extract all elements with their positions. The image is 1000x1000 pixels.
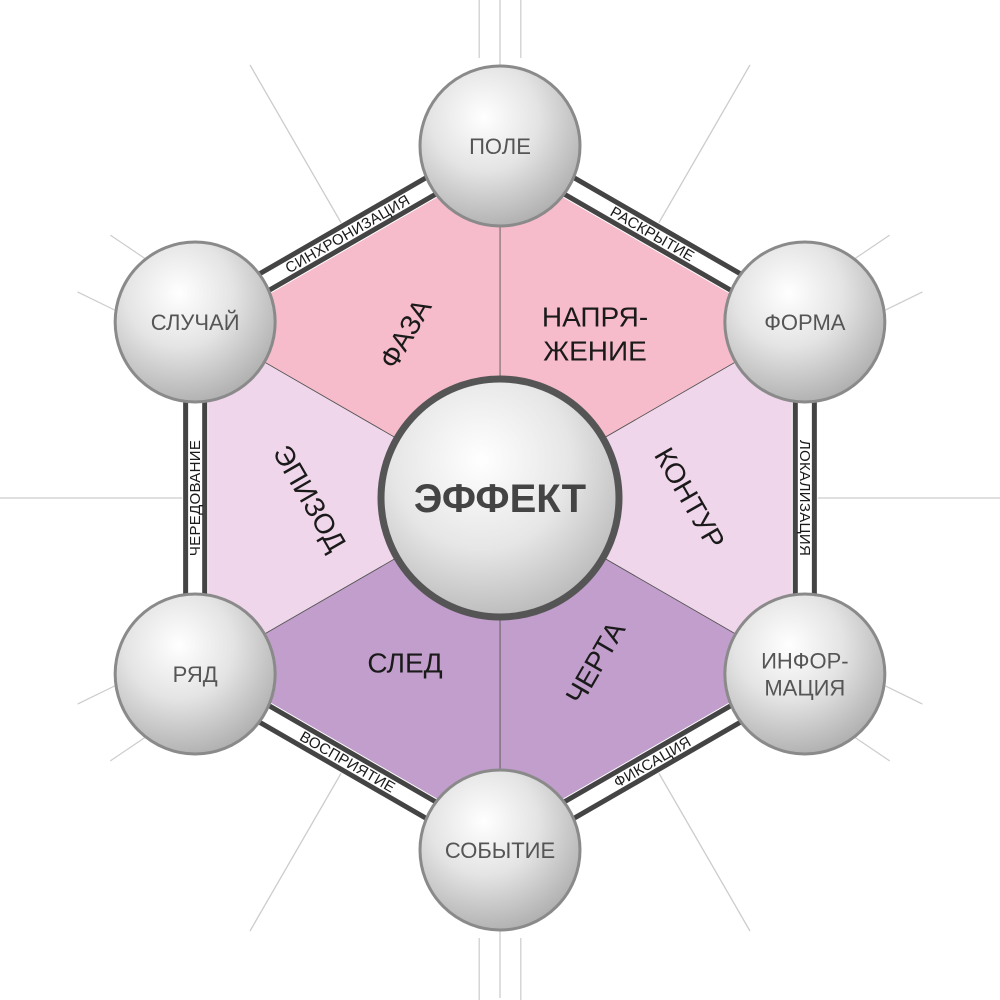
node-label: РЯД: [173, 662, 218, 687]
node-label: ФОРМА: [764, 310, 846, 335]
outer-nodes: ПОЛЕ ФОРМА ИНФОР-МАЦИЯ СОБЫТИЕ РЯД СЛУЧАЙ: [113, 64, 887, 932]
node-label: МАЦИЯ: [764, 676, 845, 701]
node-forma: ФОРМА: [723, 240, 887, 404]
node-circle: [418, 64, 582, 228]
center-label: ЭФФЕКТ: [414, 477, 586, 521]
node-sobytie: СОБЫТИЕ: [418, 768, 582, 932]
node-ryad: РЯД: [113, 592, 277, 756]
background-ray: [649, 757, 751, 932]
sector-label-sled: СЛЕД: [367, 648, 442, 679]
node-circle: [113, 592, 277, 756]
edge-label-cheredovanie: ЧЕРЕДОВАНИЕ: [187, 440, 204, 556]
sector-label-napryazhenie: НАПРЯ-ЖЕНИЕ: [542, 301, 648, 366]
center-node: ЭФФЕКТ: [377, 375, 623, 621]
node-pole: ПОЛЕ: [418, 64, 582, 228]
node-circle: [418, 768, 582, 932]
node-circle: [723, 592, 887, 756]
node-label: СОБЫТИЕ: [445, 838, 555, 863]
node-sluchai: СЛУЧАЙ: [113, 240, 277, 404]
edge-label-lokalizatsiya: ЛОКАЛИЗАЦИЯ: [796, 440, 813, 556]
node-label: ИНФОР-: [761, 649, 849, 674]
node-circle: [723, 240, 887, 404]
node-circle: [113, 240, 277, 404]
background-ray: [249, 757, 351, 932]
node-label: ПОЛЕ: [469, 134, 531, 159]
background-ray: [649, 64, 751, 239]
center-circle: [377, 375, 623, 621]
background-ray: [249, 64, 351, 239]
node-informatsiya: ИНФОР-МАЦИЯ: [723, 592, 887, 756]
sector-label-line: НАПРЯ-: [542, 301, 648, 332]
sector-label-line: ЖЕНИЕ: [543, 335, 647, 366]
sector-label-line: СЛЕД: [367, 648, 442, 679]
node-label: СЛУЧАЙ: [151, 310, 240, 335]
